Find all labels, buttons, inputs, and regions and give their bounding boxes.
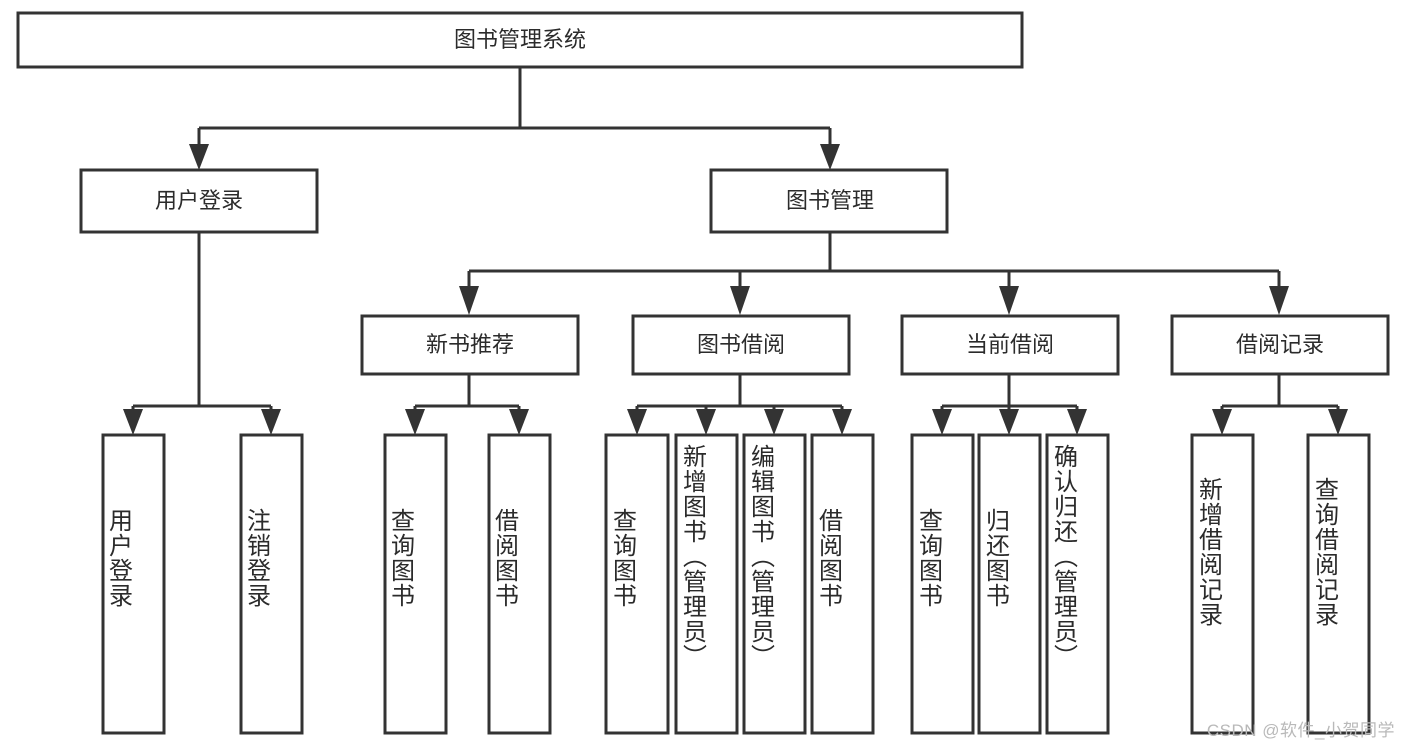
arrow-head-icon xyxy=(999,286,1019,315)
arrow-head-icon xyxy=(1212,409,1232,435)
node-root-box[interactable] xyxy=(16,11,1024,69)
node-current-borrow-box[interactable] xyxy=(900,314,1120,376)
node-new-book-rec-box[interactable] xyxy=(360,314,580,376)
node-book-manage-box[interactable] xyxy=(709,168,949,234)
node-book-borrow-box[interactable] xyxy=(631,314,851,376)
node-leaf-query-book-1-box[interactable] xyxy=(383,433,448,735)
node-leaf-query-record-box[interactable] xyxy=(1306,433,1371,735)
node-user-login[interactable]: 用户登录 xyxy=(79,168,319,234)
node-leaf-user-logout-box[interactable] xyxy=(239,433,304,735)
node-leaf-edit-book-box[interactable] xyxy=(742,433,807,735)
node-root[interactable]: 图书管理系统 xyxy=(16,11,1024,69)
arrow-head-icon xyxy=(509,409,529,435)
node-borrow-record-box[interactable] xyxy=(1170,314,1390,376)
node-leaf-add-record-box[interactable] xyxy=(1190,433,1255,735)
node-book-borrow-label: 图书借阅 xyxy=(697,332,785,357)
csdn-watermark: CSDN @软件_小贺同学 xyxy=(1206,721,1395,740)
arrow-head-icon xyxy=(820,144,840,170)
node-leaf-query-book-2-box[interactable] xyxy=(604,433,670,735)
connector-new-book-rec-to-leaves xyxy=(405,374,529,435)
connector-user-login-to-leaves xyxy=(123,232,281,435)
node-leaf-borrow-book-1-box[interactable] xyxy=(487,433,552,735)
arrow-head-icon xyxy=(1067,409,1087,435)
node-leaf-return-book-box[interactable] xyxy=(977,433,1042,735)
arrow-head-icon xyxy=(459,286,479,315)
node-user-login-label: 用户登录 xyxy=(155,188,243,213)
node-leaf-confirm-return-box[interactable] xyxy=(1045,433,1110,735)
node-leaf-user-login-box[interactable] xyxy=(101,433,166,735)
node-leaf-borrow-book-2-box[interactable] xyxy=(810,433,875,735)
arrow-head-icon xyxy=(123,409,143,435)
arrow-head-icon xyxy=(1269,286,1289,315)
connector-borrow-record-to-leaves xyxy=(1212,374,1348,435)
arrow-head-icon xyxy=(832,409,852,435)
node-borrow-record-label: 借阅记录 xyxy=(1236,332,1324,357)
connector-root-to-level2 xyxy=(189,67,840,170)
node-root-label: 图书管理系统 xyxy=(454,27,586,52)
arrow-head-icon xyxy=(932,409,952,435)
node-leaf-query-book-3-box[interactable] xyxy=(910,433,975,735)
arrow-head-icon xyxy=(730,286,750,315)
arrow-head-icon xyxy=(999,409,1019,435)
connector-current-borrow-to-leaves xyxy=(932,374,1087,435)
node-book-manage[interactable]: 图书管理 xyxy=(709,168,949,234)
arrow-head-icon xyxy=(764,409,784,435)
node-new-book-rec[interactable]: 新书推荐 xyxy=(360,314,580,376)
node-book-borrow[interactable]: 图书借阅 xyxy=(631,314,851,376)
node-leaf-add-book-box[interactable] xyxy=(674,433,739,735)
node-new-book-rec-label: 新书推荐 xyxy=(426,332,514,357)
arrow-head-icon xyxy=(405,409,425,435)
node-user-login-box[interactable] xyxy=(79,168,319,234)
arrow-head-icon xyxy=(189,144,209,170)
arrow-head-icon xyxy=(1328,409,1348,435)
node-book-manage-label: 图书管理 xyxy=(786,188,874,213)
node-borrow-record[interactable]: 借阅记录 xyxy=(1170,314,1390,376)
node-current-borrow-label: 当前借阅 xyxy=(966,332,1054,357)
arrow-head-icon xyxy=(261,409,281,435)
connector-book-manage-to-level3 xyxy=(459,232,1289,315)
node-current-borrow[interactable]: 当前借阅 xyxy=(900,314,1120,376)
arrow-head-icon xyxy=(627,409,647,435)
arrow-head-icon xyxy=(696,409,716,435)
connector-book-borrow-to-leaves xyxy=(627,374,852,435)
